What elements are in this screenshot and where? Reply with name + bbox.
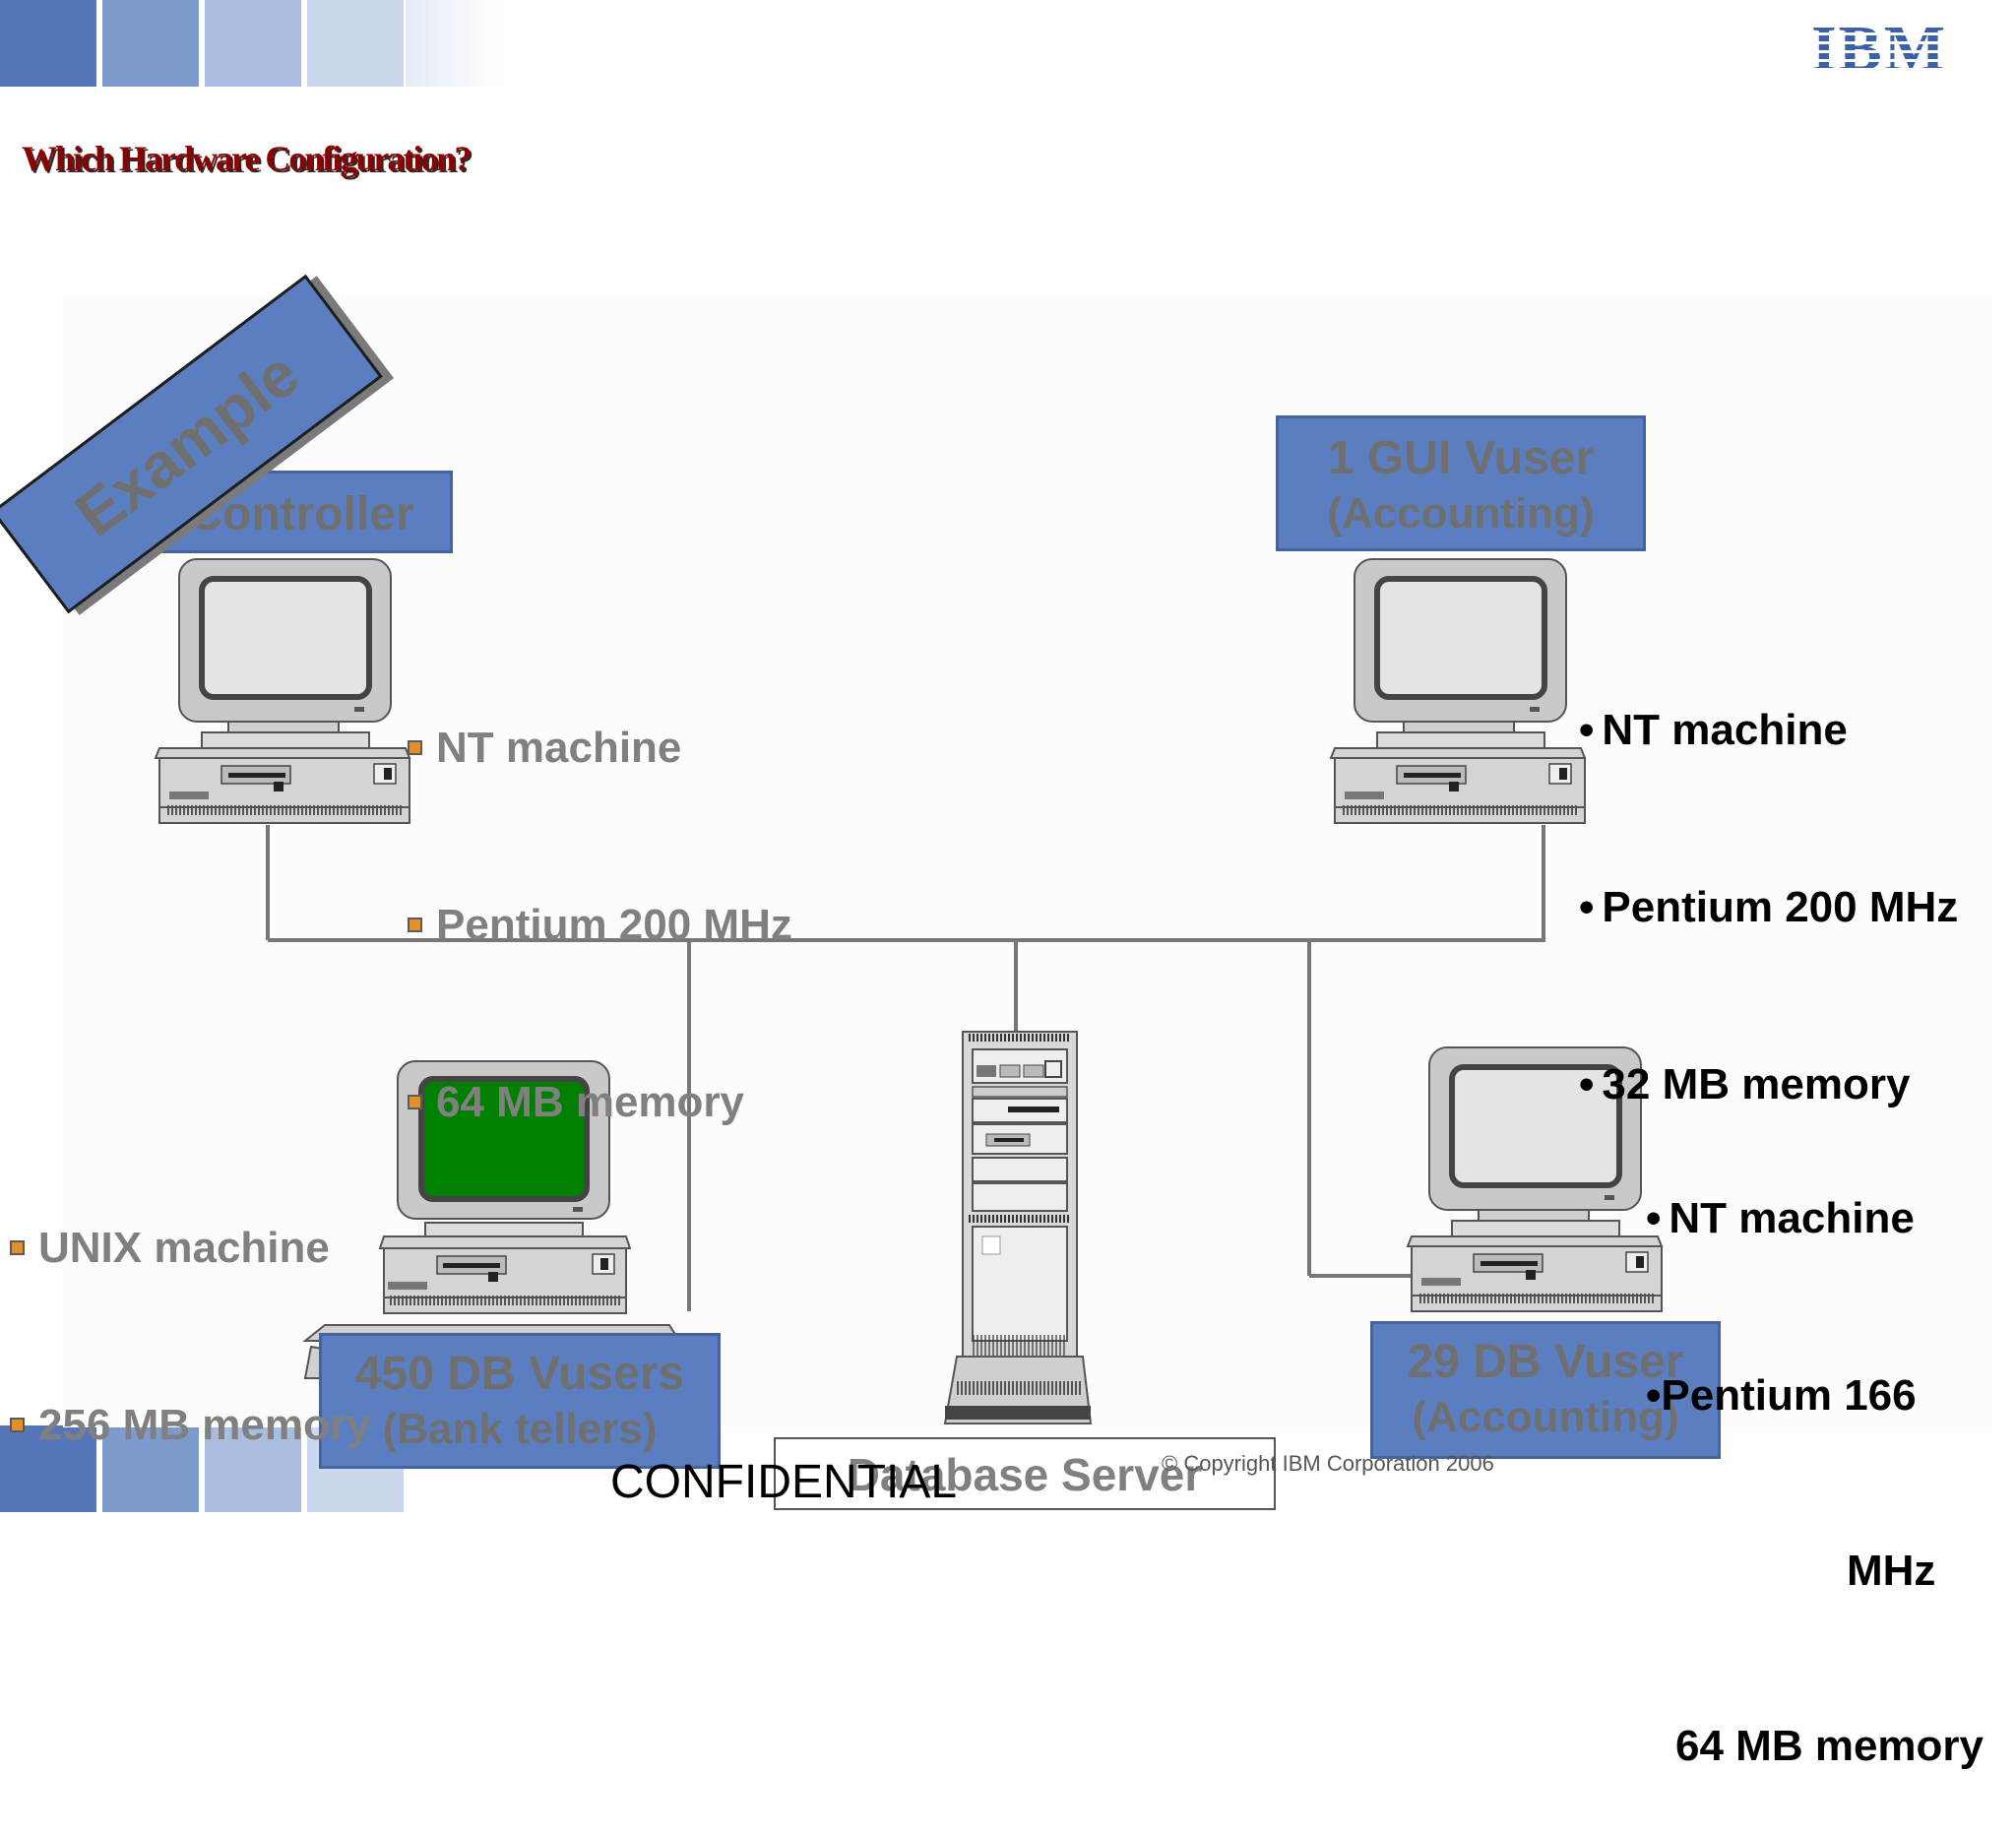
gui-vuser-label-box: 1 GUI Vuser (Accounting) xyxy=(1276,415,1646,551)
bullet-icon xyxy=(408,740,422,755)
db-vuser-29-computer-icon xyxy=(1406,1046,1664,1312)
ibm-logo: IBM xyxy=(1811,17,1959,82)
gui-vuser-specs: •NT machine •Pentium 200 MHz •32 MB memo… xyxy=(1579,583,1958,1173)
bullet-icon xyxy=(10,1418,25,1432)
bullet-icon xyxy=(408,918,422,932)
spec-item: •NT machine xyxy=(1646,1194,1915,1242)
spec-item: 256 MB memory xyxy=(10,1396,370,1455)
spec-item: UNIX machine xyxy=(10,1219,370,1278)
footer-confidential: CONFIDENTIAL xyxy=(610,1456,958,1508)
spec-item: •Pentium 166 xyxy=(1646,1371,1917,1420)
database-server-label-box: Database Server xyxy=(774,1437,1276,1510)
spec-item: Pentium 200 MHz xyxy=(408,896,792,955)
spec-item: •Pentium 200 MHz xyxy=(1579,883,1959,931)
spec-item: 64 MB memory xyxy=(1675,1722,1984,1770)
spec-item: MHz xyxy=(1847,1547,1936,1595)
gui-vuser-computer-icon xyxy=(1329,558,1587,824)
bullet-icon xyxy=(10,1240,25,1255)
spec-item: NT machine xyxy=(408,719,792,778)
bullet-icon xyxy=(408,1095,422,1109)
database-server-icon xyxy=(943,1031,1093,1424)
slide-title: Which Hardware Configuration? xyxy=(22,139,472,178)
spec-item: 64 MB memory xyxy=(408,1073,792,1132)
spec-item: •NT machine xyxy=(1579,706,1848,754)
controller-computer-icon xyxy=(154,558,411,824)
footer-copyright: © Copyright IBM Corporation 2006 xyxy=(1162,1451,1494,1476)
spec-item: •32 MB memory xyxy=(1579,1060,1911,1108)
header-decoration xyxy=(0,0,512,87)
db-vuser-29-label-box: 29 DB Vuser (Accounting) xyxy=(1370,1321,1721,1459)
db-vuser-29-specs: •NT machine •Pentium 166 MHz 64 MB memor… xyxy=(1646,1071,1984,1835)
db-vusers-450-label-box: 450 DB Vusers (Bank tellers) xyxy=(319,1333,721,1469)
controller-specs: NT machine Pentium 200 MHz 64 MB memory xyxy=(408,601,792,1191)
network-diagram xyxy=(266,825,1545,1311)
db-vusers-450-specs: UNIX machine 256 MB memory xyxy=(10,1101,370,1514)
